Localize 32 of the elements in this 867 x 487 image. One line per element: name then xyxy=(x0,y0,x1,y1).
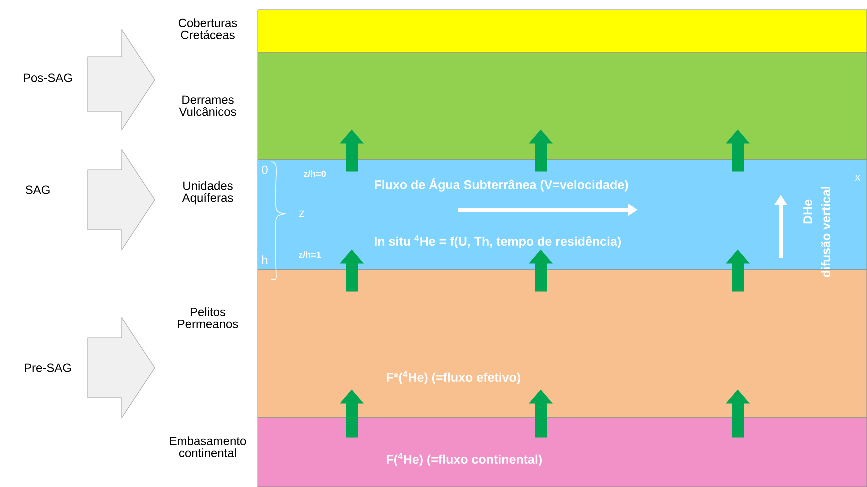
layer-name: Derrames Vulcânicos xyxy=(179,96,236,116)
axis-label: difusão vertical xyxy=(821,187,831,278)
layer-name: Pelitos Permeanos xyxy=(178,308,238,328)
axis-label: z/h=0 xyxy=(304,170,326,178)
flux-arrow xyxy=(726,130,750,172)
layer-name: Embasamento continental xyxy=(170,436,246,458)
flux-label: Fluxo de Água Subterrânea (V=velocidade) xyxy=(375,178,628,192)
flux-label: F*($^{4}$He) (=fluxo efetivo) xyxy=(387,372,520,384)
axis-label: x xyxy=(855,175,861,181)
flux-label: F($^{4}$He) (=fluxo continental) xyxy=(387,454,542,466)
layer-band xyxy=(258,418,867,487)
axis-label: z/h=1 xyxy=(299,252,322,258)
axis-label: DHe xyxy=(804,200,812,224)
group-label: Pos-SAG xyxy=(24,74,72,82)
group-label: Pre-SAG xyxy=(25,364,72,372)
layer-band xyxy=(258,52,867,160)
axis-label: 0 xyxy=(262,166,268,174)
group-label: SAG xyxy=(26,186,50,194)
flux-arrow xyxy=(529,130,553,172)
axis-label: h xyxy=(262,256,268,264)
flux-label: In situ $^{4}$He = f(U, Th, tempo de residência) xyxy=(375,236,621,248)
layer-name: Coberturas Cretáceas xyxy=(178,18,238,40)
layer-name: Unidades Aquíferas xyxy=(182,181,234,205)
flux-arrow xyxy=(726,390,750,438)
flux-arrow xyxy=(529,250,553,292)
axis-label: z xyxy=(300,210,304,218)
flux-arrow xyxy=(529,390,553,438)
layer-band xyxy=(258,10,867,54)
flux-arrow xyxy=(726,250,750,292)
flux-arrow xyxy=(340,250,364,292)
flux-arrow xyxy=(340,130,364,172)
flux-arrow xyxy=(340,390,364,438)
